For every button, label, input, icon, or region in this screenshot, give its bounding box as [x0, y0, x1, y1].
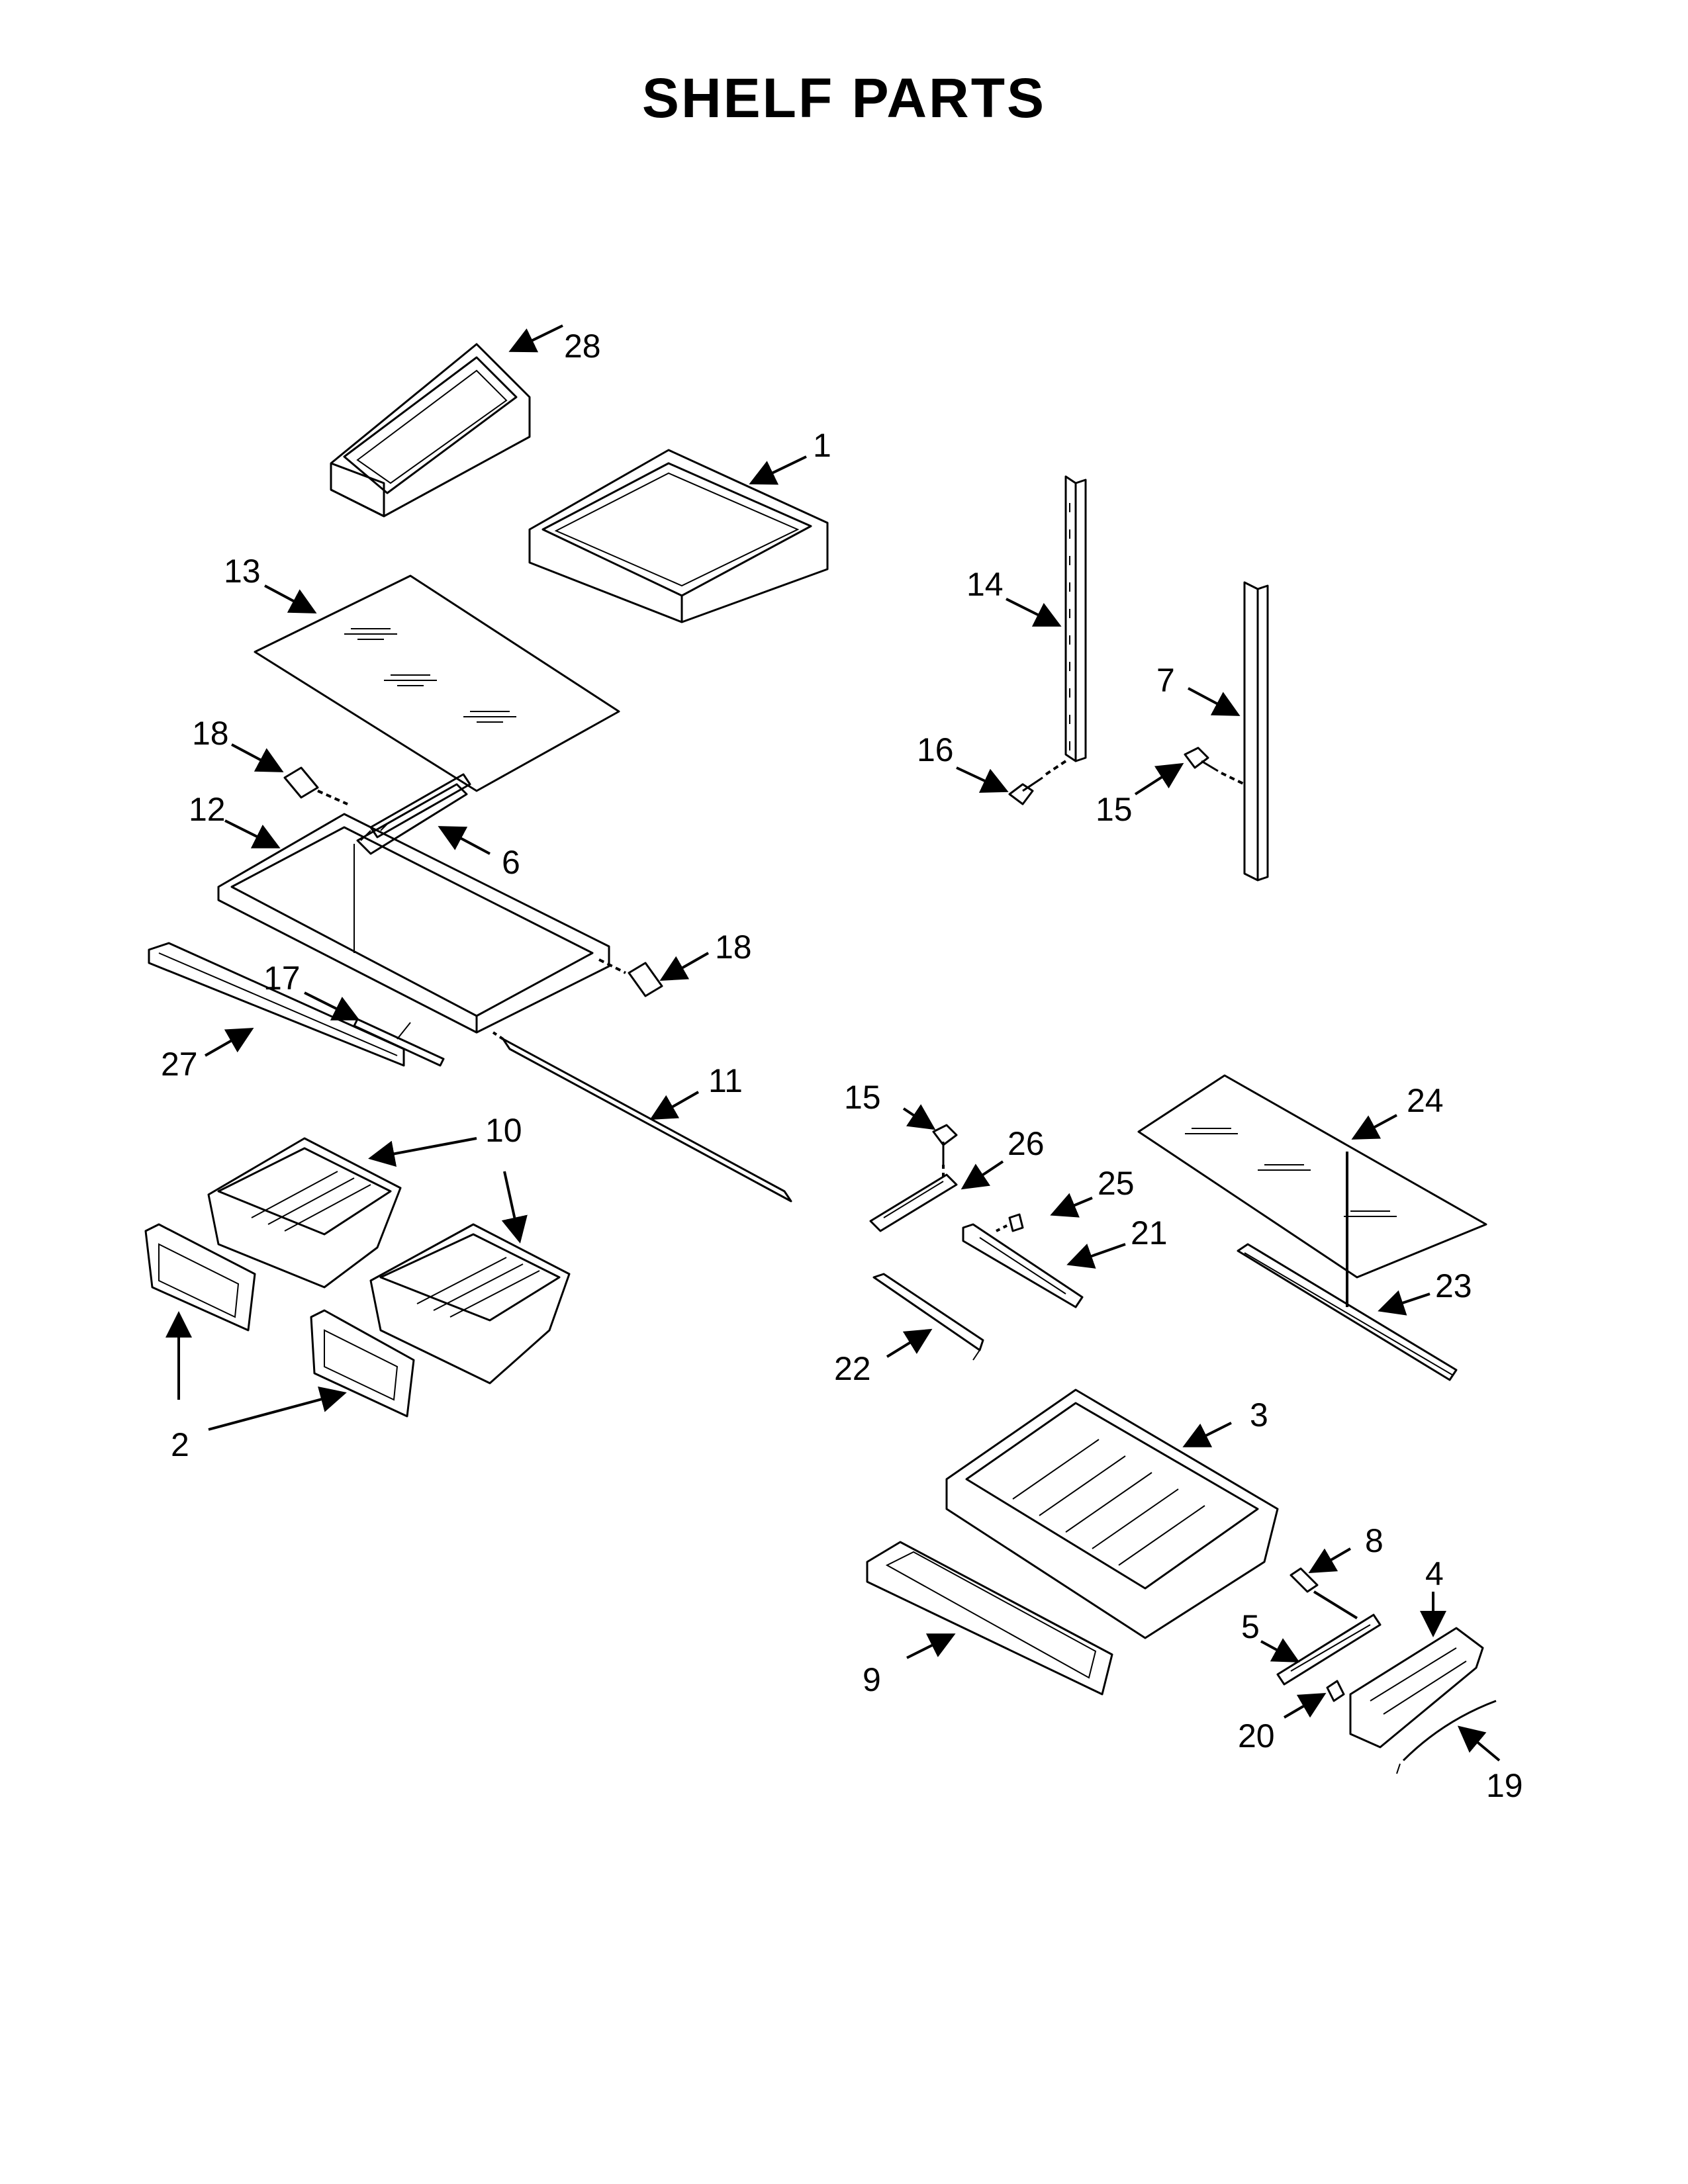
part-19-wire [1396, 1700, 1497, 1774]
part-17-link-bar [353, 1018, 445, 1067]
part-2-drawer-front-right [310, 1309, 415, 1418]
part-25-clip [996, 1213, 1024, 1232]
part-28-shelf-bin [330, 343, 531, 518]
part-2-drawer-front-left [144, 1223, 256, 1332]
callout-18-upper: 18 [192, 715, 229, 752]
leader-arrows [165, 324, 1501, 1762]
part-26-bracket [869, 1173, 958, 1232]
callout-14: 14 [966, 566, 1004, 603]
part-23-shelf-trim [1237, 1243, 1458, 1381]
part-10-crisper-drawer-right [369, 1223, 571, 1385]
callout-12: 12 [189, 791, 226, 828]
callout-labels: 28 1 13 14 7 18 16 15 12 6 18 17 27 11 1… [161, 328, 1523, 1804]
part-27-front-trim [148, 942, 405, 1067]
part-18-end-cap-lower [598, 958, 663, 997]
part-8-bolt [1289, 1567, 1358, 1619]
part-13-glass-shelf [254, 574, 620, 792]
part-15-screw [1184, 747, 1245, 786]
callout-4: 4 [1425, 1555, 1444, 1592]
callout-3: 3 [1250, 1396, 1268, 1433]
callout-24: 24 [1407, 1082, 1444, 1119]
callout-23: 23 [1435, 1267, 1472, 1304]
callout-15-lower: 15 [844, 1079, 881, 1116]
part-22-rod [872, 1273, 984, 1361]
callout-7: 7 [1156, 662, 1175, 699]
part-20-clip [1326, 1680, 1345, 1702]
callout-26: 26 [1008, 1125, 1045, 1162]
callout-25: 25 [1098, 1165, 1135, 1202]
part-12-slide-out-frame [217, 813, 610, 1034]
callout-11: 11 [708, 1062, 743, 1099]
callout-15-upper: 15 [1096, 791, 1133, 828]
part-10-crisper-drawer-left [207, 1137, 402, 1289]
callout-10: 10 [485, 1112, 522, 1149]
callout-19: 19 [1486, 1767, 1523, 1804]
part-11-long-rail [492, 1031, 792, 1203]
part-3-deli-drawer [945, 1388, 1279, 1639]
callout-8: 8 [1365, 1522, 1383, 1559]
diagram-title: SHELF PARTS [641, 67, 1047, 129]
callout-5: 5 [1241, 1608, 1260, 1645]
callout-21: 21 [1131, 1214, 1168, 1251]
callout-18-lower: 18 [715, 929, 752, 966]
part-7-vertical-rail [1243, 581, 1269, 882]
part-5-slide-bracket [1276, 1614, 1382, 1686]
callout-20: 20 [1238, 1717, 1275, 1754]
part-1-shelf-frame [528, 449, 829, 623]
part-15-screw-lower [932, 1124, 958, 1178]
callout-1: 1 [813, 427, 831, 464]
callout-6: 6 [502, 844, 520, 881]
part-4-rail-assembly [1349, 1627, 1484, 1749]
part-16-screw [1008, 760, 1067, 805]
part-14-vertical-shelf-rail [1064, 475, 1087, 762]
callout-13: 13 [224, 553, 261, 590]
part-9-deli-drawer-front [866, 1541, 1113, 1696]
callout-17: 17 [263, 960, 301, 997]
callout-27: 27 [161, 1046, 198, 1083]
callout-2: 2 [171, 1426, 189, 1463]
callout-28: 28 [564, 328, 601, 365]
part-18-end-cap-upper [283, 766, 348, 805]
callout-16: 16 [917, 731, 954, 768]
part-6-slide-rail [356, 773, 471, 855]
callout-22: 22 [834, 1350, 871, 1387]
callout-9: 9 [863, 1661, 881, 1698]
part-24-glass-shelf [1137, 1074, 1487, 1307]
part-21-slide-rail [962, 1223, 1084, 1308]
